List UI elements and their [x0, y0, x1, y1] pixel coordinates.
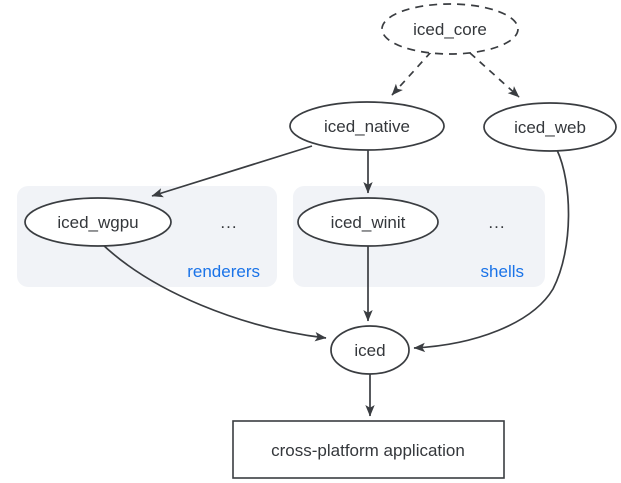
edge-iced-wgpu-to-iced	[100, 242, 327, 342]
node-iced-core-shape	[381, 3, 519, 55]
node-iced-native-label: iced_native	[324, 117, 410, 136]
shells-ellipsis: ...	[488, 213, 505, 232]
edge-iced-core-to-iced-web	[469, 52, 520, 98]
node-iced-winit: iced_winit	[297, 197, 439, 247]
edge-iced-native-to-iced-wgpu	[151, 145, 313, 198]
shells-group-label: shells	[481, 262, 524, 281]
node-iced-core-label: iced_core	[413, 20, 487, 39]
node-iced-web: iced_web	[483, 102, 617, 152]
node-iced-winit-shape	[297, 197, 439, 247]
node-iced-wgpu-shape	[24, 197, 172, 247]
node-iced-web-shape	[483, 102, 617, 152]
node-application-label: cross-platform application	[271, 441, 465, 460]
node-iced-winit-label: iced_winit	[331, 213, 406, 232]
node-iced-native-shape	[289, 101, 445, 151]
node-iced-native: iced_native	[289, 101, 445, 151]
node-iced-web-label: iced_web	[514, 118, 586, 137]
node-iced-core: iced_core	[381, 3, 519, 55]
node-application: cross-platform application	[232, 420, 505, 479]
node-iced: iced	[330, 325, 410, 375]
edge-iced-web-to-iced	[413, 149, 570, 353]
node-iced-wgpu-label: iced_wgpu	[57, 213, 138, 232]
node-iced-wgpu: iced_wgpu	[24, 197, 172, 247]
node-iced-shape	[330, 325, 410, 375]
renderers-ellipsis: ...	[220, 213, 237, 232]
edge-iced-core-to-iced-native	[391, 51, 432, 96]
renderers-group-label: renderers	[187, 262, 260, 281]
node-application-shape	[232, 420, 505, 479]
node-iced-label: iced	[354, 341, 385, 360]
